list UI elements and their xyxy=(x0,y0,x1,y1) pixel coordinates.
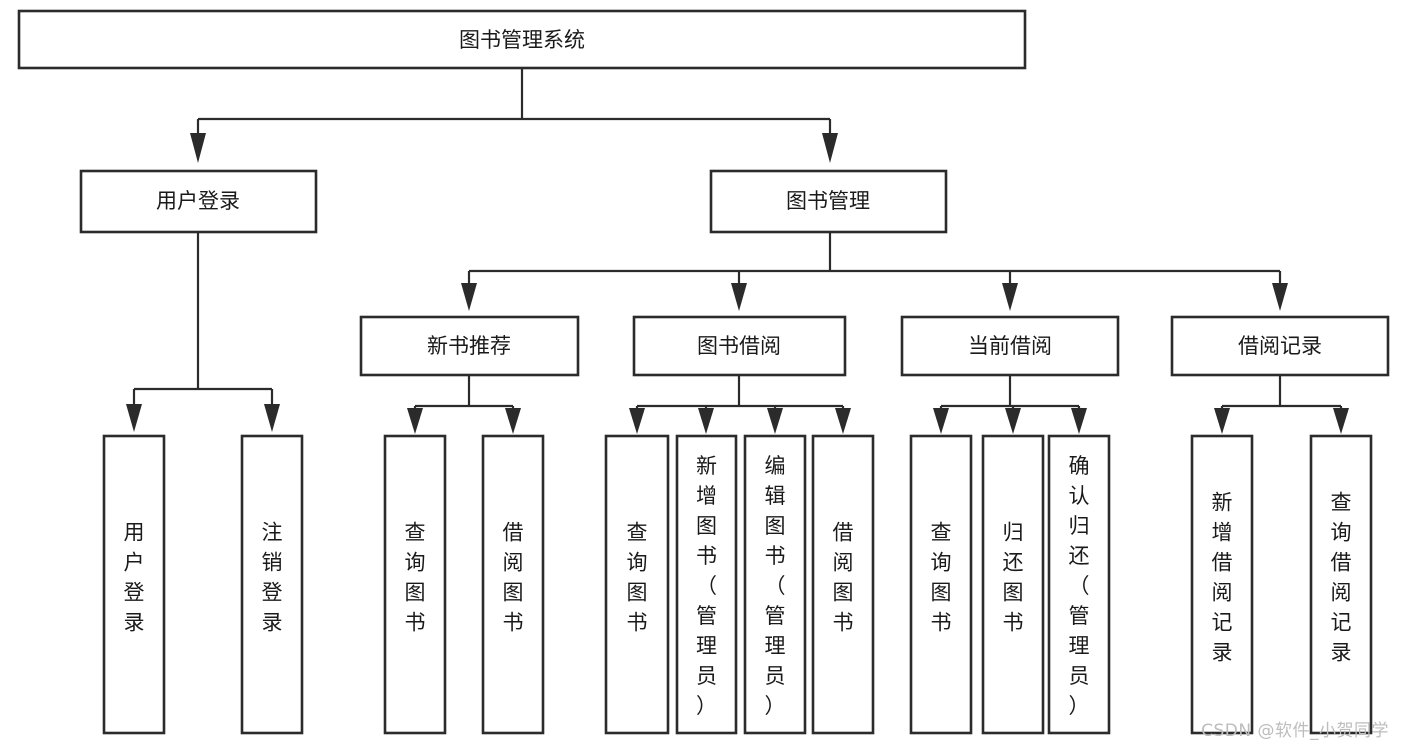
node-leaf-query-borrow-record-label: 查询借阅记录 xyxy=(1331,491,1352,665)
node-leaf-add-book-admin[interactable] xyxy=(675,434,738,735)
node-leaf-query-borrow-record[interactable] xyxy=(1309,434,1373,735)
node-leaf-query-book-1-label: 查询图书 xyxy=(405,521,426,635)
node-leaf-add-borrow-record-label: 新增借阅记录 xyxy=(1212,491,1233,665)
arrow-head-book-borrow xyxy=(731,283,747,311)
node-root-box[interactable] xyxy=(17,9,1027,70)
node-leaf-query-book-3-box[interactable] xyxy=(909,434,973,735)
node-leaf-borrow-book-1-label: 借阅图书 xyxy=(503,521,524,635)
node-new-book-recommend-box[interactable] xyxy=(359,315,580,377)
node-leaf-edit-book-admin-box[interactable] xyxy=(743,434,807,735)
arrow-head-leaf-return-book xyxy=(1005,408,1021,434)
node-root[interactable]: 图书管理系统 xyxy=(17,9,1027,70)
node-user-login-label: 用户登录 xyxy=(156,189,240,213)
node-leaf-query-book-1-box[interactable] xyxy=(383,434,447,735)
node-leaf-confirm-return-admin[interactable] xyxy=(1047,434,1111,735)
node-leaf-borrow-book-2[interactable] xyxy=(811,434,875,735)
node-book-manage[interactable]: 图书管理 xyxy=(709,169,948,234)
node-current-borrow-label: 当前借阅 xyxy=(968,334,1052,358)
node-book-manage-box[interactable] xyxy=(709,169,948,234)
arrow-head-new-book-recommend xyxy=(461,283,477,311)
node-leaf-return-book[interactable] xyxy=(981,434,1045,735)
node-book-borrow[interactable]: 图书借阅 xyxy=(632,315,847,377)
arrow-head-leaf-confirm-return-admin xyxy=(1071,408,1087,434)
node-borrow-record-box[interactable] xyxy=(1170,315,1390,377)
node-borrow-record-label: 借阅记录 xyxy=(1238,334,1322,358)
arrow-head-leaf-add-book-admin xyxy=(698,408,714,434)
watermark-text: CSDN @软件_小贺同学 xyxy=(1201,721,1389,741)
node-user-login-box[interactable] xyxy=(79,169,318,234)
arrow-head-leaf-edit-book-admin xyxy=(767,408,783,434)
node-leaf-logout-login-label: 注销登录 xyxy=(262,521,283,635)
node-book-borrow-box[interactable] xyxy=(632,315,847,377)
node-leaf-query-borrow-record-box[interactable] xyxy=(1309,434,1373,735)
arrow-head-leaf-query-book-1 xyxy=(407,408,423,434)
node-leaf-edit-book-admin[interactable] xyxy=(743,434,807,735)
node-leaf-edit-book-admin-label: 编辑图书（管理员） xyxy=(765,454,786,718)
arrow-head-current-borrow xyxy=(1002,283,1018,311)
arrow-head-leaf-query-book-2 xyxy=(629,408,645,434)
node-root-label: 图书管理系统 xyxy=(459,28,585,52)
node-leaf-user-login-label: 用户登录 xyxy=(124,521,145,635)
node-leaf-logout-login[interactable] xyxy=(240,434,304,735)
node-leaf-confirm-return-admin-box[interactable] xyxy=(1047,434,1111,735)
node-leaf-query-book-2-label: 查询图书 xyxy=(627,521,648,635)
node-leaf-add-borrow-record[interactable] xyxy=(1190,434,1254,735)
node-leaf-add-book-admin-box[interactable] xyxy=(675,434,738,735)
arrow-head-borrow-record xyxy=(1272,283,1288,311)
node-book-manage-label: 图书管理 xyxy=(786,189,870,213)
arrow-head-leaf-user-login xyxy=(126,404,142,432)
node-current-borrow-box[interactable] xyxy=(900,315,1120,377)
arrow-head-leaf-borrow-book-1 xyxy=(505,408,521,434)
node-user-login[interactable]: 用户登录 xyxy=(79,169,318,234)
node-leaf-user-login-box[interactable] xyxy=(102,434,166,735)
node-leaf-query-book-3-label: 查询图书 xyxy=(931,521,952,635)
node-leaf-query-book-1[interactable] xyxy=(383,434,447,735)
node-leaf-query-book-2[interactable] xyxy=(604,434,670,735)
arrow-head-book-manage xyxy=(822,133,838,163)
node-leaf-confirm-return-admin-label: 确认归还（管理员） xyxy=(1069,454,1090,718)
node-leaf-logout-login-box[interactable] xyxy=(240,434,304,735)
node-book-borrow-label: 图书借阅 xyxy=(697,334,781,358)
arrow-head-leaf-query-book-3 xyxy=(933,408,949,434)
arrow-head-leaf-query-borrow-record xyxy=(1333,408,1349,434)
node-borrow-record[interactable]: 借阅记录 xyxy=(1170,315,1390,377)
node-leaf-add-book-admin-label: 新增图书（管理员） xyxy=(696,454,717,718)
arrow-head-leaf-add-borrow-record xyxy=(1214,408,1230,434)
node-new-book-recommend[interactable]: 新书推荐 xyxy=(359,315,580,377)
node-leaf-user-login[interactable] xyxy=(102,434,166,735)
node-leaf-borrow-book-2-box[interactable] xyxy=(811,434,875,735)
leaf-label-layer: 用户登录 注销登录 查询图书 借阅图书 查询图书 新增图书（管理员） 编辑图书（管理员） 借阅… xyxy=(124,454,1352,718)
connector-layer xyxy=(126,68,1349,434)
node-leaf-borrow-book-1[interactable] xyxy=(481,434,545,735)
node-leaf-add-borrow-record-box[interactable] xyxy=(1190,434,1254,735)
arrow-head-leaf-borrow-book-2 xyxy=(835,408,851,434)
node-leaf-return-book-label: 归还图书 xyxy=(1003,521,1024,635)
node-leaf-return-book-box[interactable] xyxy=(981,434,1045,735)
node-leaf-query-book-3[interactable] xyxy=(909,434,973,735)
node-leaf-borrow-book-2-label: 借阅图书 xyxy=(833,521,854,635)
arrow-head-user-login xyxy=(190,133,206,163)
node-new-book-recommend-label: 新书推荐 xyxy=(427,334,511,358)
node-leaf-query-book-2-box[interactable] xyxy=(604,434,670,735)
node-leaf-borrow-book-1-box[interactable] xyxy=(481,434,545,735)
node-current-borrow[interactable]: 当前借阅 xyxy=(900,315,1120,377)
arrow-head-leaf-logout-login xyxy=(264,404,280,432)
